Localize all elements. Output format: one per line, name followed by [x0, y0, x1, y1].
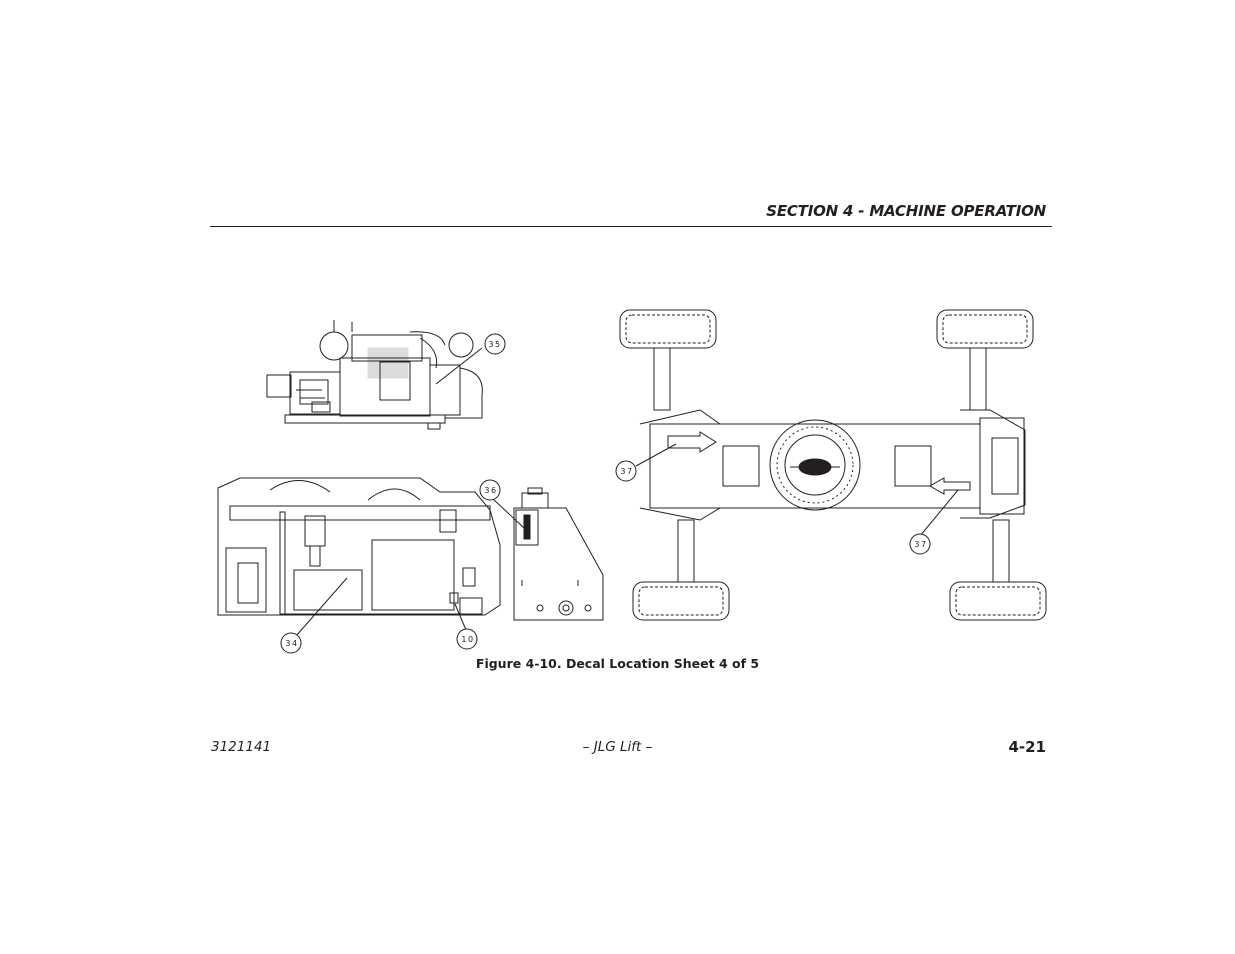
chassis-top-view-drawing	[619, 309, 1047, 621]
document-number: 3121141	[211, 739, 272, 755]
wheel-rear-left	[632, 581, 730, 621]
page-number: 4-21	[1008, 738, 1046, 756]
wheel-rear-right	[949, 581, 1047, 621]
section-title: SECTION 4 - MACHINE OPERATION	[766, 202, 1046, 220]
balloon-10: 10	[461, 635, 474, 644]
engine-assembly-drawing	[266, 320, 483, 430]
balloon-37-left: 37	[620, 467, 633, 476]
balloon-37-right: 37	[914, 540, 927, 549]
chassis-side-view-drawing	[217, 477, 501, 616]
tank-side-view-drawing	[513, 487, 604, 621]
wheel-front-right	[936, 309, 1034, 349]
balloon-36: 36	[484, 486, 497, 495]
balloon-35: 35	[488, 340, 501, 349]
footer-brand: – JLG Lift –	[582, 739, 653, 755]
header-rule	[210, 226, 1052, 227]
wheel-front-left	[619, 309, 717, 349]
balloon-34: 34	[285, 639, 298, 648]
figure-caption: Figure 4-10. Decal Location Sheet 4 of 5	[475, 656, 760, 671]
